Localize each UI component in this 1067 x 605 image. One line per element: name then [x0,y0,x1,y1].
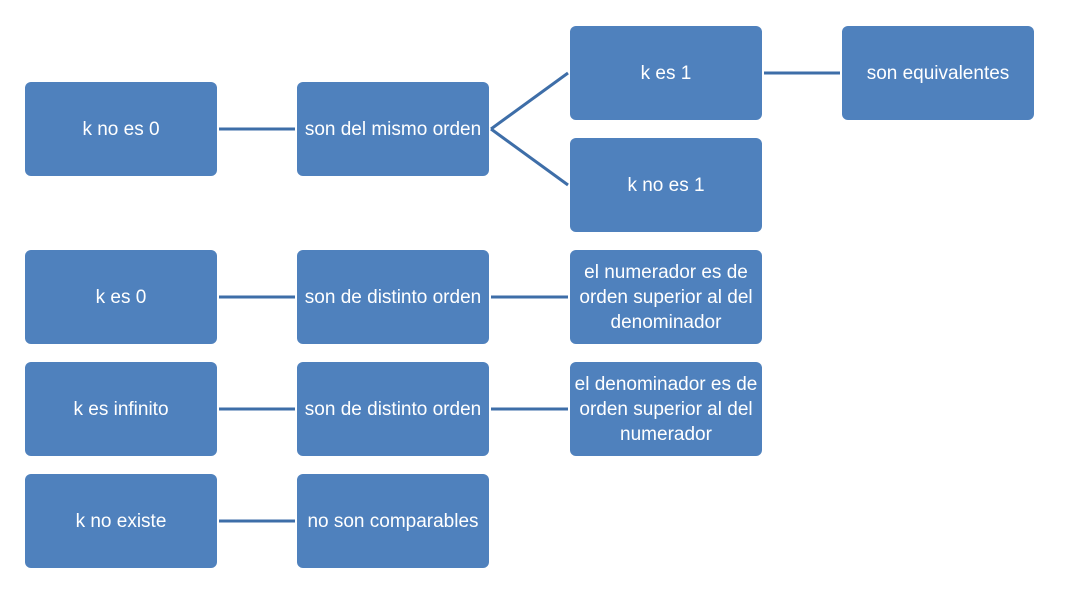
node-son-del-mismo-orden: son del mismo orden [297,82,489,176]
node-son-equivalentes: son equivalentes [842,26,1034,120]
node-k-no-es-1: k no es 1 [570,138,762,232]
connector-mismo-orden-to-k-no-es-1 [490,127,569,187]
node-numerador-orden-superior: el numerador es de orden superior al del… [570,250,762,344]
connector-mismo-orden-to-k-es-1 [490,71,569,131]
node-no-son-comparables: no son comparables [297,474,489,568]
node-son-de-distinto-orden-2: son de distinto orden [297,362,489,456]
node-son-de-distinto-orden-1: son de distinto orden [297,250,489,344]
node-k-es-0: k es 0 [25,250,217,344]
node-k-es-infinito: k es infinito [25,362,217,456]
node-k-no-existe: k no existe [25,474,217,568]
node-denominador-orden-superior: el denominador es de orden superior al d… [570,362,762,456]
node-k-no-es-0: k no es 0 [25,82,217,176]
node-k-es-1: k es 1 [570,26,762,120]
